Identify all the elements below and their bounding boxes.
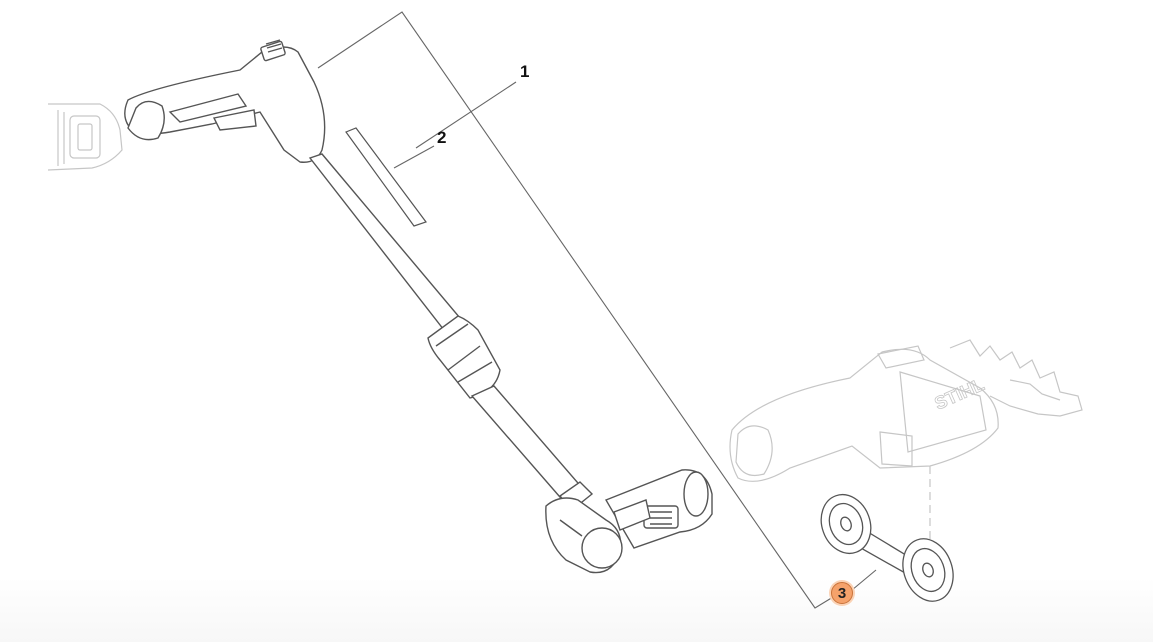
callout-3-hotspot[interactable]: 3 bbox=[831, 582, 853, 604]
telescopic-shaft bbox=[124, 39, 713, 574]
callout-2: 2 bbox=[437, 128, 447, 147]
label-strip-part bbox=[345, 127, 427, 227]
faint-hedge-trimmer bbox=[729, 339, 1083, 560]
callout-leader-lines bbox=[393, 81, 877, 591]
brand-logo-text: STIHL bbox=[931, 374, 987, 413]
callout-1: 1 bbox=[520, 62, 530, 81]
group-bracket-lines bbox=[317, 11, 839, 609]
wheel-attachment-part bbox=[820, 493, 954, 602]
faint-tool-left bbox=[47, 103, 123, 171]
bottom-fade bbox=[0, 578, 1153, 642]
